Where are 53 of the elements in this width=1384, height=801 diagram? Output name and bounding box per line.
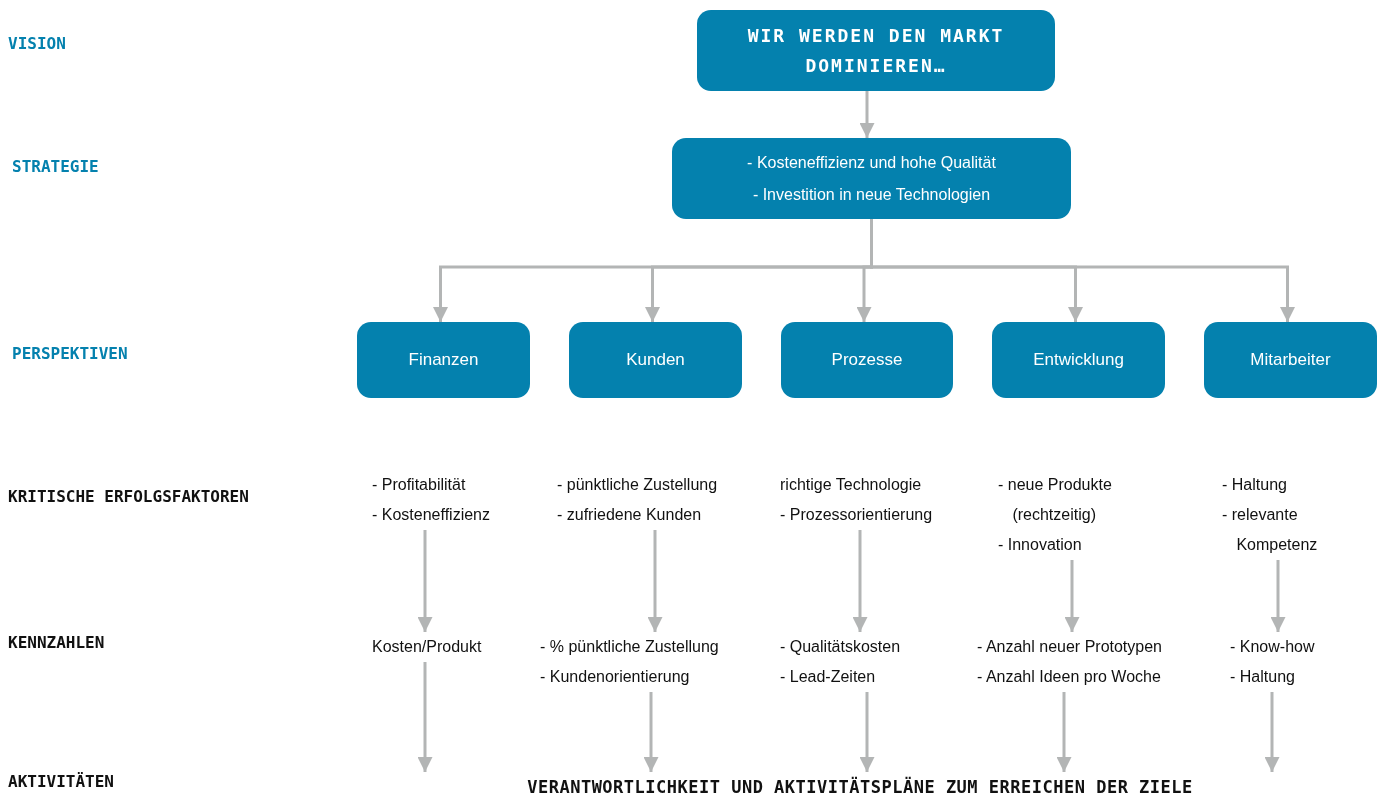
arrow xyxy=(417,662,433,772)
level-heading: KRITISCHE ERFOLGSFAKTOREN xyxy=(8,487,249,506)
arrow xyxy=(852,530,868,632)
arrow xyxy=(1264,692,1280,772)
perspective-box xyxy=(781,322,953,398)
perspective-box xyxy=(992,322,1165,398)
arrow xyxy=(870,219,1295,322)
strategy-item: - Kosteneffizienz und hohe Qualität xyxy=(747,152,996,173)
success-factor-text: - Kosteneffizienz xyxy=(372,505,491,525)
success-factor-text: - Profitabilität xyxy=(372,475,467,495)
success-factor-text: - neue Produkte (rechtzeitig) xyxy=(998,475,1113,525)
level-heading: STRATEGIE xyxy=(12,157,99,176)
perspective-label: Prozesse xyxy=(831,350,903,370)
kpi-text: - Lead-Zeiten xyxy=(780,667,877,687)
success-factor-text: - pünktliche Zustellung xyxy=(557,475,719,495)
arrow xyxy=(859,692,875,772)
kpi-text: - % pünktliche Zustellung xyxy=(540,637,720,657)
vision-text: WIR WERDEN DEN MARKT DOMINIEREN… xyxy=(746,23,1006,78)
kpi-text: - Anzahl neuer Prototypen xyxy=(977,637,1163,657)
level-heading: AKTIVITÄTEN xyxy=(8,772,114,791)
kpi-text: - Kundenorientierung xyxy=(540,667,691,687)
activity-text: VERANTWORTLICHKEIT UND AKTIVITÄTSPLÄNE ZUM ERREICHEN DER ZIELE xyxy=(527,775,1193,799)
strategy-box xyxy=(672,138,1071,219)
perspective-box xyxy=(569,322,742,398)
arrow xyxy=(1270,560,1286,632)
success-factor-text: richtige Technologie xyxy=(780,475,923,495)
kpi-text: - Know-how xyxy=(1230,637,1316,657)
level-heading: KENNZAHLEN xyxy=(8,633,105,652)
arrow xyxy=(1064,560,1080,632)
arrow xyxy=(647,530,663,632)
perspective-box xyxy=(357,322,530,398)
success-factor-text: - Prozessorientierung xyxy=(780,505,934,525)
kpi-text: - Haltung xyxy=(1230,667,1296,687)
perspective-label: Kunden xyxy=(626,350,685,370)
arrow xyxy=(1056,692,1072,772)
success-factor-text: - relevante Kompetenz xyxy=(1222,505,1319,555)
arrow xyxy=(859,91,875,138)
success-factor-text: - zufriedene Kunden xyxy=(557,505,703,525)
perspective-label: Entwicklung xyxy=(1033,350,1124,370)
strategy-item: - Investition in neue Technologien xyxy=(752,184,991,205)
perspective-label: Finanzen xyxy=(408,350,479,370)
kpi-text: - Anzahl Ideen pro Woche xyxy=(977,667,1162,687)
level-heading: PERSPEKTIVEN xyxy=(12,344,128,363)
vision-box xyxy=(697,10,1055,91)
perspective-label: Mitarbeiter xyxy=(1250,350,1331,370)
success-factor-text: - Innovation xyxy=(998,535,1083,555)
arrow xyxy=(643,692,659,772)
kpi-text: Kosten/Produkt xyxy=(372,637,483,657)
success-factor-text: - Haltung xyxy=(1222,475,1288,495)
level-heading: VISION xyxy=(8,34,66,53)
kpi-text: - Qualitätskosten xyxy=(780,637,902,657)
arrow xyxy=(417,530,433,632)
perspective-box xyxy=(1204,322,1377,398)
